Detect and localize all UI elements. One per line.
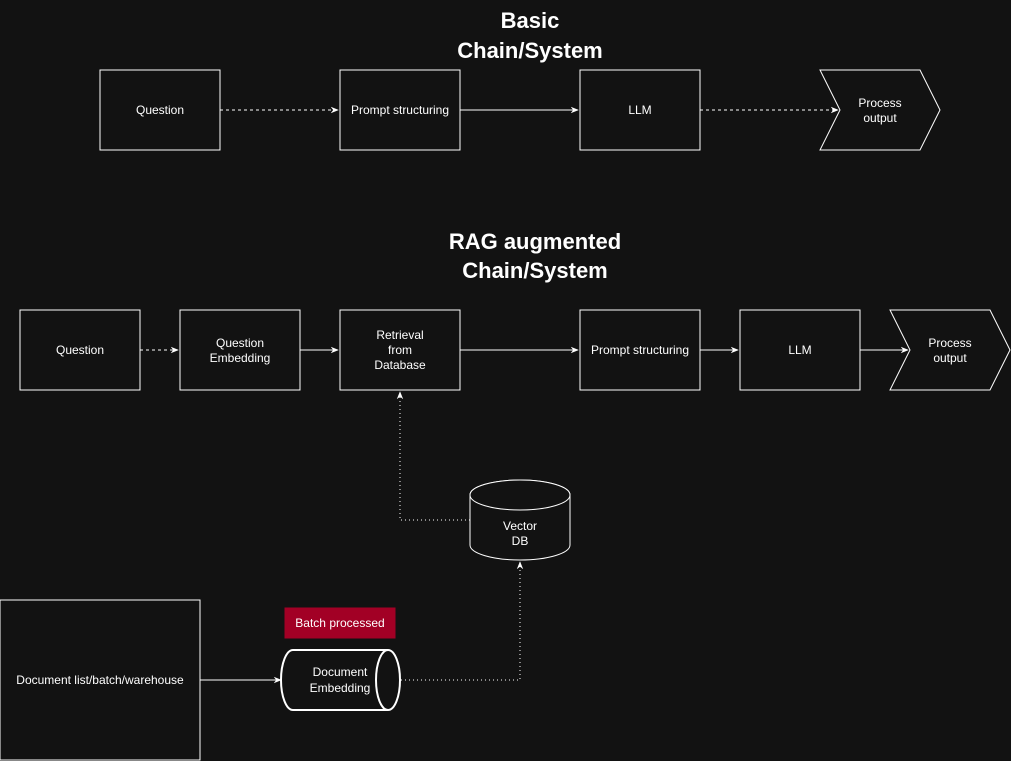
basic-process-output-node[interactable]: Process output (819, 69, 941, 151)
rag-question-embedding-line1: Question (216, 336, 264, 350)
document-embedding-line2: Embedding (310, 681, 371, 695)
basic-question-label: Question (136, 103, 184, 117)
rag-question-embedding-line2: Embedding (210, 351, 271, 365)
basic-llm-label: LLM (628, 103, 651, 117)
rag-question-embedding-node[interactable]: Question Embedding (179, 309, 301, 391)
document-list-node[interactable]: Document list/batch/warehouse (0, 599, 201, 761)
rag-process-output-line1: Process (928, 336, 971, 350)
rag-title-line2: Chain/System (462, 258, 608, 283)
rag-question-label: Question (56, 343, 104, 357)
vector-db-line1: Vector (503, 519, 537, 533)
rag-process-output-node[interactable]: Process output (889, 309, 1011, 391)
document-list-label: Document list/batch/warehouse (16, 673, 184, 687)
rag-question-node[interactable]: Question (19, 309, 141, 391)
document-embedding-line1: Document (313, 665, 368, 679)
rag-edge-embedding-to-vectordb (401, 561, 524, 681)
rag-title-line1: RAG augmented (449, 229, 621, 254)
rag-llm-label: LLM (788, 343, 811, 357)
rag-retrieval-line2: from (388, 343, 412, 357)
basic-title-line2: Chain/System (457, 38, 603, 63)
basic-question-node[interactable]: Question (99, 69, 221, 151)
batch-processed-label: Batch processed (295, 616, 384, 630)
basic-llm-node[interactable]: LLM (579, 69, 701, 151)
vector-db-line2: DB (512, 534, 529, 548)
rag-retrieval-line1: Retrieval (376, 328, 423, 342)
rag-title: RAG augmented Chain/System (449, 229, 621, 283)
vector-db-node[interactable]: Vector DB (469, 479, 571, 561)
document-embedding-node[interactable]: Document Embedding (280, 649, 401, 711)
rag-edge-vectordb-to-retrieval (396, 391, 470, 521)
batch-processed-badge: Batch processed (284, 607, 396, 639)
rag-prompt-structuring-label: Prompt structuring (591, 343, 689, 357)
basic-process-output-line1: Process (858, 96, 901, 110)
basic-prompt-structuring-label: Prompt structuring (351, 103, 449, 117)
rag-retrieval-line3: Database (374, 358, 426, 372)
basic-title-line1: Basic (501, 8, 560, 33)
rag-prompt-structuring-node[interactable]: Prompt structuring (579, 309, 701, 391)
rag-retrieval-node[interactable]: Retrieval from Database (339, 309, 461, 391)
rag-llm-node[interactable]: LLM (739, 309, 861, 391)
rag-process-output-line2: output (933, 351, 967, 365)
basic-prompt-structuring-node[interactable]: Prompt structuring (339, 69, 461, 151)
basic-title: Basic Chain/System (457, 8, 603, 63)
basic-process-output-line2: output (863, 111, 897, 125)
